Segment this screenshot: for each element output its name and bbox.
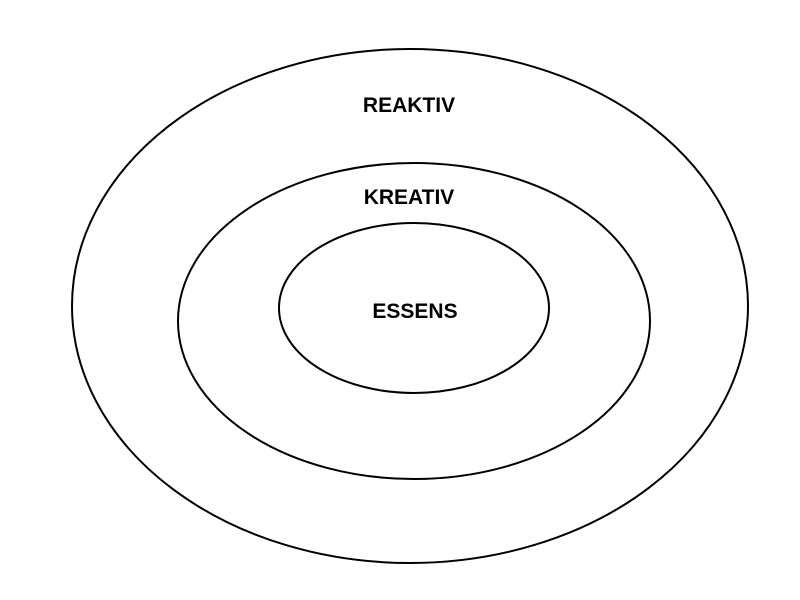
ellipse-outer (71, 48, 749, 564)
ellipse-middle (177, 162, 651, 480)
label-kreativ: KREATIV (364, 186, 455, 209)
label-essens: ESSENS (372, 300, 457, 323)
layer-inner-group: ESSENS (278, 222, 550, 394)
layer-outer-group: REAKTIV (71, 48, 749, 564)
label-reaktiv: REAKTIV (363, 94, 455, 117)
ellipse-inner (278, 222, 550, 394)
layer-middle-group: KREATIV (177, 162, 651, 480)
